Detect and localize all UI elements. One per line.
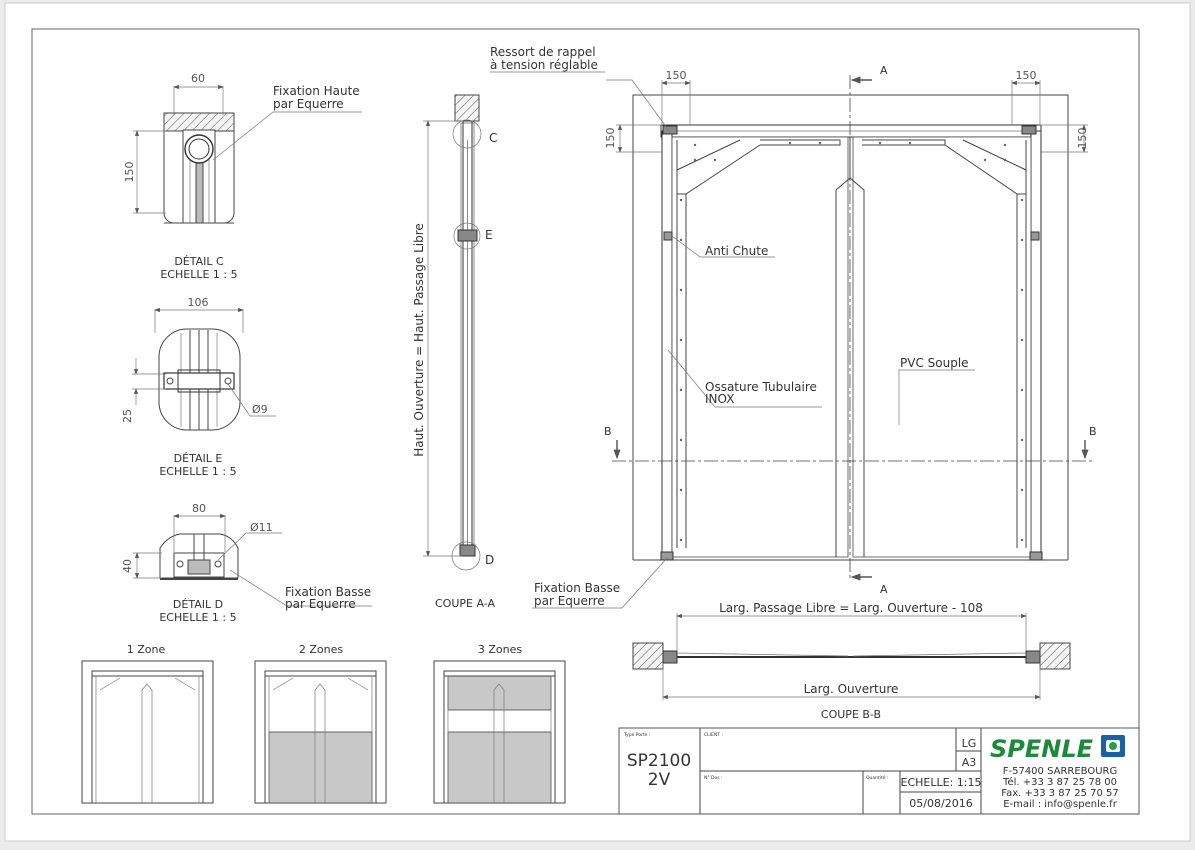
front-view: A A B B 150 150 150 150 Ressort de rappe… xyxy=(490,45,1097,609)
detail-e-title: DÉTAIL E xyxy=(174,452,223,465)
dim-top-left: 150 xyxy=(666,69,687,82)
dim-ouverture: Larg. Ouverture xyxy=(804,682,899,696)
detail-c-callout: Fixation Haute xyxy=(273,84,360,98)
detail-d-title: DÉTAIL D xyxy=(173,598,223,611)
spenle-logo: SPENLE xyxy=(990,735,1094,763)
coupe-bb-title: COUPE B-B xyxy=(821,708,881,721)
detail-d-height: 40 xyxy=(121,559,134,573)
dim-top-right: 150 xyxy=(1016,69,1037,82)
zone-3: 3 Zones xyxy=(433,643,566,804)
detail-e: 106 25 Ø9 DÉTAIL E ECHELLE 1 : 5 xyxy=(121,296,276,478)
type-porte-1: SP2100 xyxy=(627,751,691,771)
section-b-left: B xyxy=(604,425,612,438)
fixation-basse-label-1: Fixation Basse xyxy=(534,581,620,595)
marker-c: C xyxy=(489,131,497,145)
marker-d: D xyxy=(485,553,494,567)
format-lg: LG xyxy=(962,737,977,750)
detail-c-width: 60 xyxy=(191,72,205,85)
detail-d-scale: ECHELLE 1 : 5 xyxy=(159,611,236,624)
coupe-a-a: C E D Haut. Ouverture = Haut. Passage Li… xyxy=(412,94,497,610)
zone-2-label: 2 Zones xyxy=(299,643,344,656)
dim-passage-libre: Larg. Passage Libre = Larg. Ouverture - … xyxy=(719,601,983,615)
detail-d: 80 40 Ø11 Fixation Basse par Equerre DÉT… xyxy=(121,502,372,624)
address-3: Fax. +33 3 87 25 70 57 xyxy=(1001,788,1119,799)
detail-d-callout: Fixation Basse xyxy=(285,585,371,599)
ossature-label-2: INOX xyxy=(705,392,734,406)
detail-c-scale: ECHELLE 1 : 5 xyxy=(160,268,237,281)
ressort-label-1: Ressort de rappel xyxy=(490,45,596,59)
dim-side-left: 150 xyxy=(604,128,617,149)
detail-d-width: 80 xyxy=(192,502,206,515)
title-block: Type Porte : SP2100 2V CLIENT : N° Dos :… xyxy=(618,727,1140,815)
coupe-aa-title: COUPE A-A xyxy=(435,597,495,610)
coupe-b-b: Larg. Passage Libre = Larg. Ouverture - … xyxy=(632,601,1071,721)
client-label: CLIENT : xyxy=(704,732,723,738)
quantite-label: Quantité : xyxy=(866,774,889,781)
address-4: E-mail : info@spenle.fr xyxy=(1003,799,1118,810)
pvc-label: PVC Souple xyxy=(900,356,969,370)
marker-e: E xyxy=(485,228,493,242)
address-1: F-57400 SARREBOURG xyxy=(1003,766,1118,777)
echelle-value: ECHELLE: 1:15 xyxy=(901,776,982,789)
detail-c-callout2: par Equerre xyxy=(273,97,344,111)
ossature-label-1: Ossature Tubulaire xyxy=(705,380,817,394)
fixation-basse-label-2: par Equerre xyxy=(534,594,605,608)
detail-e-height: 25 xyxy=(121,409,134,423)
section-a-bottom: A xyxy=(880,583,888,596)
zone-3-label: 3 Zones xyxy=(478,643,523,656)
coupe-aa-vertical-label: Haut. Ouverture = Haut. Passage Libre xyxy=(412,223,426,457)
detail-c-height: 150 xyxy=(123,162,136,183)
detail-c: 60 150 Fixation Haute par Equerre DÉTAIL… xyxy=(123,72,362,281)
anti-chute-label: Anti Chute xyxy=(705,244,768,258)
detail-e-diameter: Ø9 xyxy=(252,403,268,416)
detail-d-diameter: Ø11 xyxy=(250,521,273,534)
detail-c-title: DÉTAIL C xyxy=(174,255,224,268)
dos-label: N° Dos : xyxy=(704,775,723,781)
detail-e-scale: ECHELLE 1 : 5 xyxy=(159,465,236,478)
zone-2: 2 Zones xyxy=(254,643,387,804)
zone-1: 1 Zone xyxy=(81,643,214,804)
section-a-top: A xyxy=(880,64,888,77)
type-porte-2: 2V xyxy=(648,770,671,790)
type-porte-label: Type Porte : xyxy=(623,732,650,738)
address-2: Tél. +33 3 87 25 78 00 xyxy=(1002,776,1117,788)
section-b-right: B xyxy=(1089,425,1097,438)
dim-side-right: 150 xyxy=(1076,128,1089,149)
format-a3: A3 xyxy=(962,756,977,769)
date-value: 05/08/2016 xyxy=(909,797,972,810)
drawing-frame xyxy=(31,28,1140,815)
detail-d-callout2: par Equerre xyxy=(285,597,356,611)
detail-e-width: 106 xyxy=(188,296,209,309)
zone-1-label: 1 Zone xyxy=(127,643,166,656)
ressort-label-2: à tension réglable xyxy=(490,58,598,72)
